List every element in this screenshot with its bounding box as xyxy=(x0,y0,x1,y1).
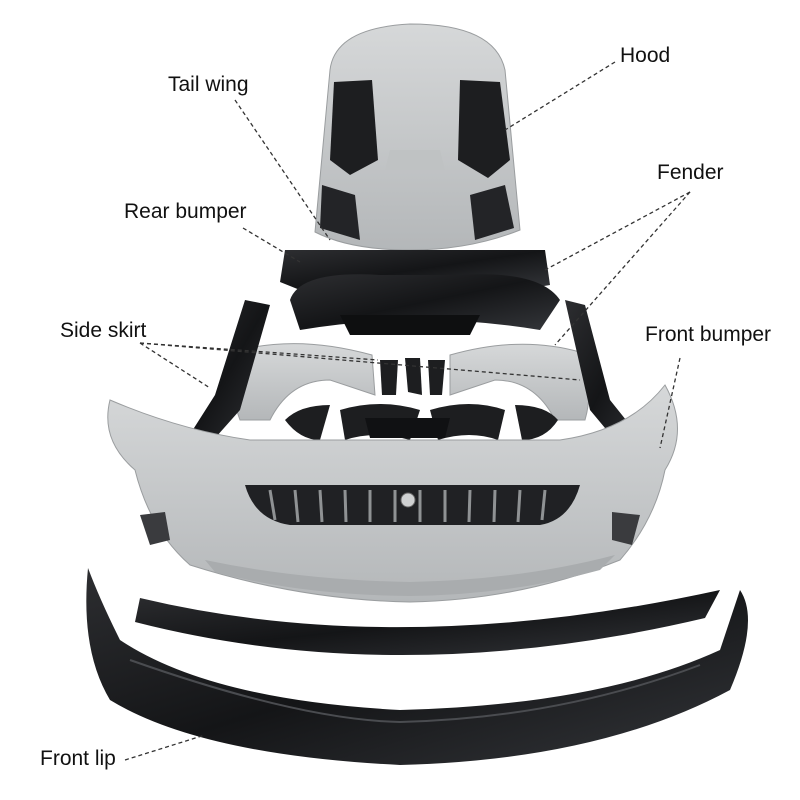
front-lip-part xyxy=(86,568,748,765)
rear-bumper-label: Rear bumper xyxy=(124,200,247,223)
fender-label: Fender xyxy=(657,161,724,184)
front-bumper-part xyxy=(107,384,678,603)
vent-pieces xyxy=(285,404,558,440)
side-skirt-parts xyxy=(180,300,650,458)
hood-label: Hood xyxy=(620,44,671,67)
side-skirt-label: Side skirt xyxy=(60,319,147,342)
tail-wing-label: Tail wing xyxy=(168,73,249,96)
hood-part xyxy=(314,23,521,251)
leader-lines xyxy=(124,61,691,761)
fender-parts xyxy=(232,343,590,421)
front-lip-label: Front lip xyxy=(40,747,116,770)
rear-bumper-part xyxy=(280,250,560,335)
front-bumper-label: Front bumper xyxy=(645,323,772,346)
